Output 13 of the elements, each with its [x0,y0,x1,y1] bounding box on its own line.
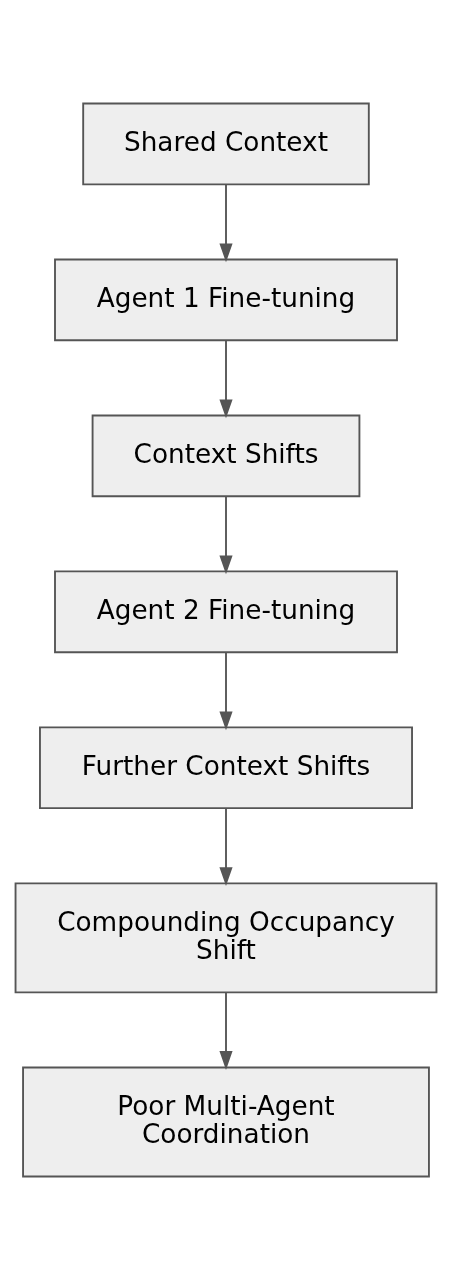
node-box: Context Shifts [91,414,361,497]
node-box: Agent 2 Fine-tuning [54,569,398,653]
arrow [219,339,233,418]
node-box: Poor Multi-Agent Coordination [22,1066,430,1177]
node-box: Agent 1 Fine-tuning [54,258,398,341]
arrow [219,183,233,262]
arrow [219,495,233,574]
node-box: Further Context Shifts [39,725,413,809]
node-box: Compounding Occupancy Shift [14,881,438,993]
node-box: Shared Context [82,102,370,185]
arrow [219,990,233,1070]
arrow [219,651,233,730]
arrow [219,806,233,886]
